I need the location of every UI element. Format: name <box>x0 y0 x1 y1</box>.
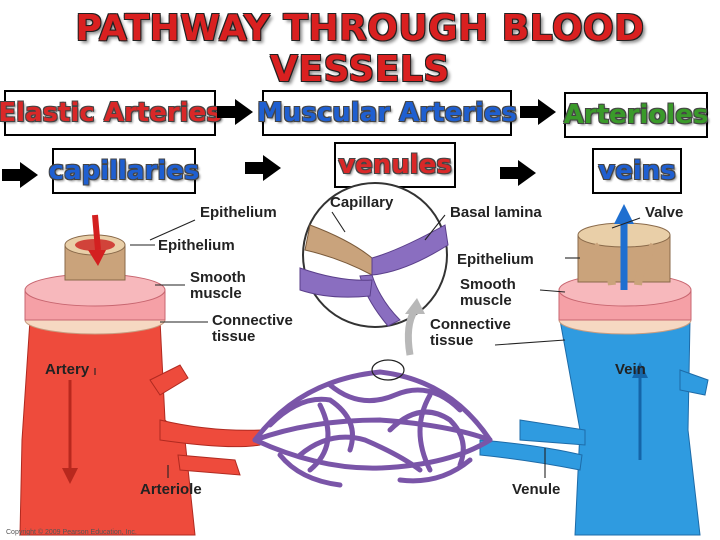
label-venule: Venule <box>512 481 561 498</box>
label-smooth-muscle-left: Smooth muscle <box>190 269 246 302</box>
right-arrow-icon <box>520 99 556 125</box>
label-smooth-muscle-right: Smooth muscle <box>460 276 516 309</box>
label-arteriole: Arteriole <box>140 481 202 498</box>
label-connective-tissue-right: Connective tissue <box>430 316 511 349</box>
right-arrow-icon <box>245 155 281 181</box>
stage-muscular-arteries: Muscular Arteries <box>257 90 517 136</box>
label-connective-tissue-left: Connective tissue <box>212 312 293 345</box>
label-valve: Valve <box>645 204 684 221</box>
right-arrow-icon <box>500 160 536 186</box>
right-arrow-icon <box>2 162 38 188</box>
label-capillary: Capillary <box>330 194 394 211</box>
right-arrow-icon <box>217 99 253 125</box>
label-epithelium-left: Epithelium <box>158 237 235 254</box>
stage-elastic-arteries: Elastic Arteries <box>0 90 222 136</box>
copyright-notice: Copyright © 2009 Pearson Education, Inc. <box>6 529 137 536</box>
label-vein: Vein <box>615 361 646 378</box>
label-epithelium-top: Epithelium <box>200 204 277 221</box>
stage-capillaries: capillaries <box>49 148 199 194</box>
label-basal-lamina: Basal lamina <box>450 204 542 221</box>
page-title: PATHWAY THROUGH BLOOD VESSELS <box>75 8 645 90</box>
stage-veins: veins <box>592 148 682 194</box>
stage-arterioles: Arterioles <box>564 92 708 138</box>
label-artery: Artery <box>45 361 90 378</box>
label-epithelium-right: Epithelium <box>457 251 534 268</box>
stage-venules: venules <box>334 142 456 188</box>
